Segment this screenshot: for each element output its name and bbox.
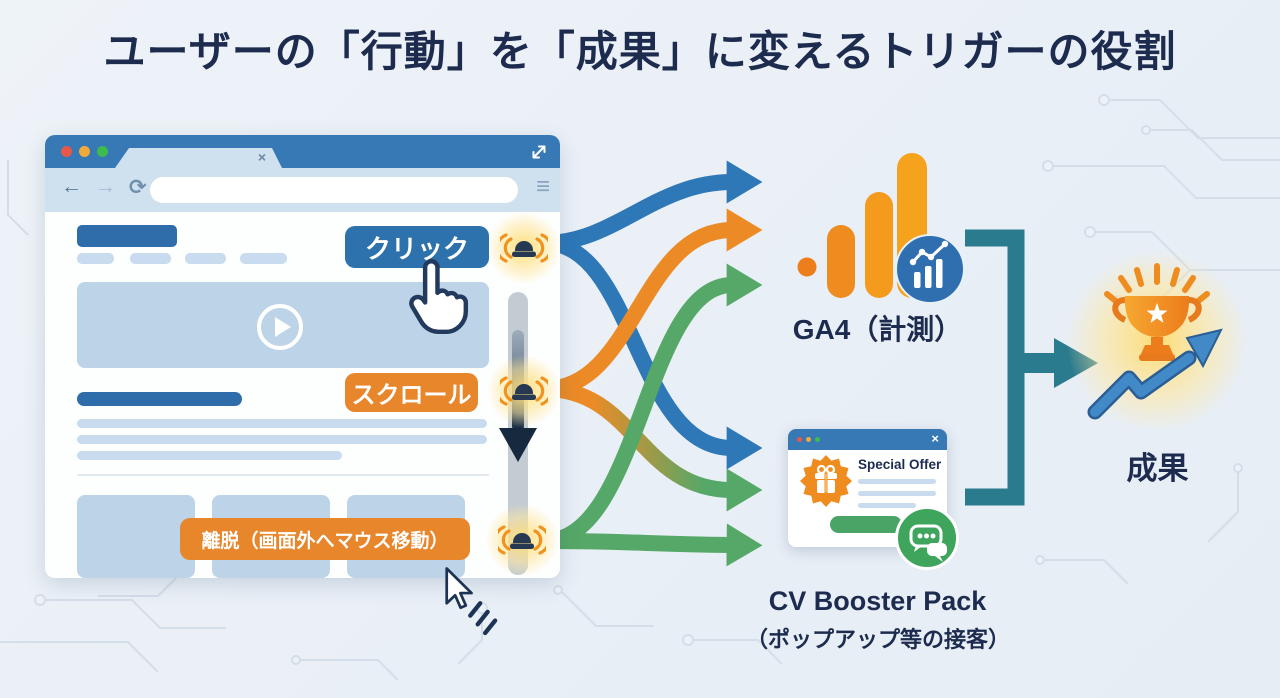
forward-icon[interactable]: →: [95, 175, 116, 198]
subheading-placeholder: [77, 392, 242, 406]
hamburger-menu-icon[interactable]: ≡: [535, 173, 550, 200]
cv-booster-subtitle: （ポップアップ等の接客）: [745, 627, 1010, 652]
chat-support-badge: [895, 506, 959, 570]
scroll-alert-siren-icon: [500, 376, 548, 406]
card-placeholder: [77, 495, 195, 578]
browser-tab[interactable]: ×: [115, 148, 282, 168]
window-minimize-dot[interactable]: [79, 146, 90, 157]
popup-maximize-dot: [815, 437, 820, 442]
gift-badge-icon: [800, 455, 852, 507]
reload-icon[interactable]: ⟳: [129, 176, 147, 199]
exit-trigger-label: 離脱（画面外へマウス移動）: [201, 530, 449, 552]
browser-window: × ← → ⟳ ≡: [45, 135, 560, 578]
popup-minimize-dot: [806, 437, 811, 442]
text-placeholder: [77, 253, 114, 264]
ga4-label: GA4（計測）: [792, 314, 963, 345]
click-trigger-button[interactable]: クリック: [345, 226, 489, 268]
browser-titlebar: ×: [45, 135, 560, 168]
text-placeholder: [240, 253, 287, 264]
divider: [77, 474, 489, 476]
heading-placeholder: [77, 225, 177, 247]
popup-offer-title: Special Offer: [858, 457, 942, 472]
back-icon[interactable]: ←: [61, 175, 82, 198]
text-placeholder: [130, 253, 171, 264]
popup-text-placeholder: [858, 479, 936, 484]
browser-toolbar: ← → ⟳ ≡: [45, 168, 560, 212]
popup-text-placeholder: [858, 491, 936, 496]
chat-bubbles-icon: [909, 524, 947, 562]
mouse-cursor-leaving-icon: [445, 567, 498, 636]
exit-trigger-button[interactable]: 離脱（画面外へマウス移動）: [180, 518, 470, 560]
popup-cta-button[interactable]: [830, 516, 902, 533]
scroll-trigger-label: スクロール: [351, 382, 472, 409]
page-content-area: クリック スクロール 離脱（画面外へマウス移動）: [45, 212, 560, 578]
exit-alert-siren-icon: [498, 525, 546, 555]
click-trigger-label: クリック: [364, 233, 469, 264]
window-maximize-dot[interactable]: [97, 146, 108, 157]
text-line-placeholder: [77, 451, 342, 460]
ga4-analytics-icon: [797, 153, 965, 304]
cv-popup-titlebar: ×: [788, 429, 947, 450]
text-placeholder: [185, 253, 226, 264]
result-label: 成果: [1126, 451, 1189, 486]
popup-text-placeholder: [858, 503, 916, 508]
page-title: ユーザーの「行動」を「成果」に変えるトリガーの役割: [103, 28, 1177, 75]
cv-booster-name: CV Booster Pack: [768, 586, 987, 616]
trigger-flow-arrows: [540, 160, 763, 567]
text-line-placeholder: [77, 419, 487, 428]
hand-cursor-icon: [409, 259, 469, 335]
popup-close-dot: [797, 437, 802, 442]
play-icon[interactable]: [256, 303, 304, 351]
expand-icon[interactable]: [530, 143, 548, 161]
tab-close-icon[interactable]: ×: [257, 149, 266, 165]
popup-close-icon[interactable]: ×: [931, 431, 939, 446]
window-close-dot[interactable]: [61, 146, 72, 157]
scroll-trigger-button[interactable]: スクロール: [345, 373, 478, 412]
text-line-placeholder: [77, 435, 487, 444]
click-alert-siren-icon: [500, 233, 548, 263]
url-bar[interactable]: [150, 177, 518, 203]
trophy-growth-icon: [1087, 263, 1223, 420]
